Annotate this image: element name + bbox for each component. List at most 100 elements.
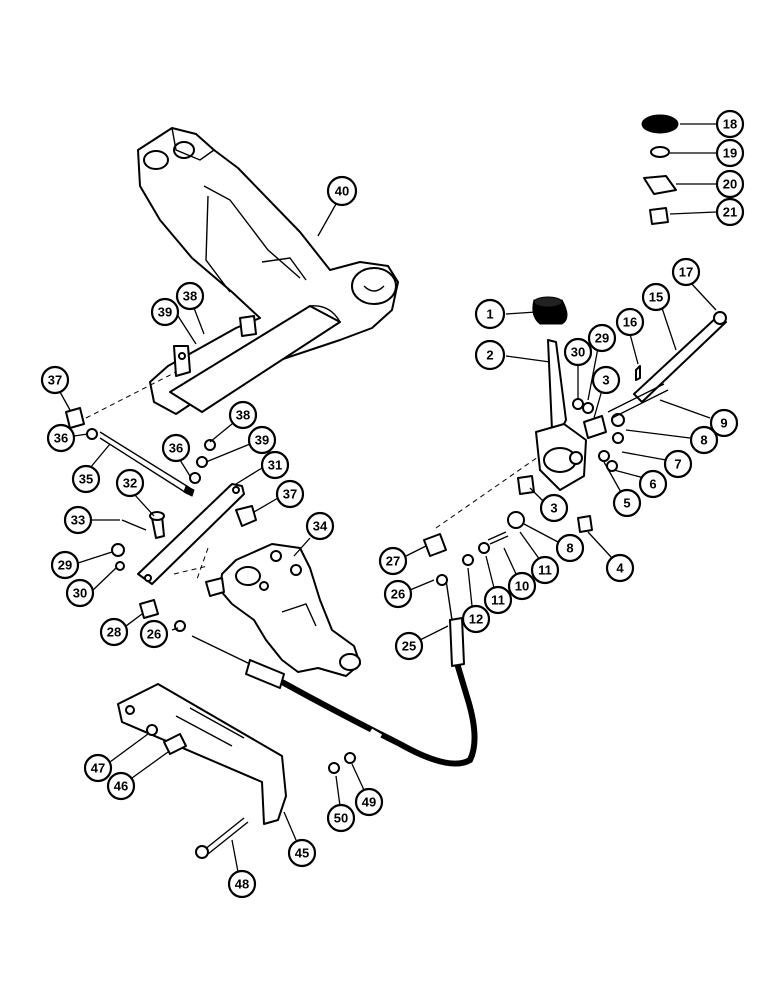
callout-45: 45 bbox=[287, 838, 317, 868]
callout-49: 49 bbox=[354, 787, 384, 817]
svg-text:7: 7 bbox=[674, 457, 681, 472]
svg-text:27: 27 bbox=[386, 554, 400, 569]
callout-19: 19 bbox=[715, 138, 745, 168]
svg-text:15: 15 bbox=[649, 290, 663, 305]
svg-text:26: 26 bbox=[391, 587, 405, 602]
control-valve bbox=[205, 543, 361, 677]
svg-text:25: 25 bbox=[402, 639, 416, 654]
support-bracket bbox=[137, 127, 399, 415]
callout-36-left: 36 bbox=[46, 423, 76, 453]
svg-text:48: 48 bbox=[235, 877, 249, 892]
svg-text:16: 16 bbox=[623, 315, 637, 330]
callout-37-mid: 37 bbox=[275, 479, 305, 509]
callout-10: 10 bbox=[507, 571, 537, 601]
svg-text:17: 17 bbox=[679, 265, 693, 280]
svg-text:30: 30 bbox=[73, 586, 87, 601]
svg-text:11: 11 bbox=[538, 563, 552, 578]
svg-text:37: 37 bbox=[48, 373, 62, 388]
svg-text:6: 6 bbox=[649, 477, 656, 492]
callout-37-top: 37 bbox=[40, 365, 70, 395]
callout-11-left: 11 bbox=[483, 585, 513, 615]
svg-text:45: 45 bbox=[295, 846, 309, 861]
svg-text:34: 34 bbox=[313, 519, 328, 534]
svg-text:38: 38 bbox=[183, 289, 197, 304]
callout-30-left: 30 bbox=[65, 578, 95, 608]
svg-text:5: 5 bbox=[623, 496, 630, 511]
svg-text:47: 47 bbox=[91, 761, 105, 776]
svg-text:28: 28 bbox=[107, 625, 121, 640]
callout-8-upper: 8 bbox=[689, 425, 719, 455]
callout-3-lower: 3 bbox=[539, 493, 569, 523]
callout-20: 20 bbox=[715, 169, 745, 199]
svg-text:32: 32 bbox=[123, 476, 137, 491]
callout-18: 18 bbox=[715, 109, 745, 139]
assembly-center-lines bbox=[85, 371, 549, 583]
callout-25: 25 bbox=[394, 631, 424, 661]
callouts: 1 2 3 3 4 5 6 7 8 8 9 10 11 bbox=[40, 109, 745, 899]
callout-32: 32 bbox=[115, 468, 145, 498]
callout-1: 1 bbox=[474, 298, 506, 330]
svg-text:37: 37 bbox=[283, 487, 297, 502]
callout-39-top: 39 bbox=[150, 297, 180, 327]
svg-text:11: 11 bbox=[491, 593, 505, 608]
svg-text:12: 12 bbox=[469, 612, 483, 627]
svg-text:40: 40 bbox=[335, 184, 349, 199]
callout-11-right: 11 bbox=[530, 555, 560, 585]
callout-17: 17 bbox=[671, 257, 701, 287]
callout-6: 6 bbox=[638, 469, 668, 499]
callout-29-right: 29 bbox=[587, 323, 617, 353]
callout-15: 15 bbox=[641, 282, 671, 312]
callout-36-right: 36 bbox=[161, 433, 191, 463]
svg-text:3: 3 bbox=[550, 501, 557, 516]
svg-text:2: 2 bbox=[486, 348, 493, 363]
svg-text:39: 39 bbox=[158, 305, 172, 320]
callout-47: 47 bbox=[83, 753, 113, 783]
svg-text:38: 38 bbox=[236, 408, 250, 423]
callout-39-mid: 39 bbox=[247, 425, 277, 455]
svg-text:49: 49 bbox=[362, 795, 376, 810]
svg-text:19: 19 bbox=[723, 146, 737, 161]
svg-text:36: 36 bbox=[169, 441, 183, 456]
callout-48: 48 bbox=[227, 869, 257, 899]
svg-text:9: 9 bbox=[720, 416, 727, 431]
callout-38-mid: 38 bbox=[228, 400, 258, 430]
callout-5: 5 bbox=[612, 488, 642, 518]
svg-text:10: 10 bbox=[515, 579, 529, 594]
svg-text:50: 50 bbox=[334, 811, 348, 826]
svg-text:20: 20 bbox=[723, 177, 737, 192]
svg-text:29: 29 bbox=[58, 558, 72, 573]
svg-text:26: 26 bbox=[147, 627, 161, 642]
svg-text:4: 4 bbox=[616, 561, 624, 576]
svg-text:33: 33 bbox=[71, 513, 85, 528]
callout-30-right: 30 bbox=[563, 337, 593, 367]
linkage-rod bbox=[65, 407, 257, 585]
callout-26-left: 26 bbox=[139, 619, 169, 649]
hand-lever-assembly bbox=[423, 296, 727, 566]
callout-12: 12 bbox=[461, 604, 491, 634]
callout-40: 40 bbox=[326, 175, 358, 207]
callout-33: 33 bbox=[63, 505, 93, 535]
callout-4: 4 bbox=[605, 553, 635, 583]
svg-text:18: 18 bbox=[723, 117, 737, 132]
knob-parts bbox=[641, 114, 679, 225]
svg-text:36: 36 bbox=[54, 431, 68, 446]
callout-8-lower: 8 bbox=[555, 533, 585, 563]
callout-16: 16 bbox=[615, 307, 645, 337]
svg-text:29: 29 bbox=[595, 331, 609, 346]
svg-text:3: 3 bbox=[602, 373, 609, 388]
callout-38-top: 38 bbox=[175, 281, 205, 311]
mounting-bracket bbox=[117, 683, 356, 859]
svg-text:30: 30 bbox=[571, 345, 585, 360]
svg-text:39: 39 bbox=[255, 433, 269, 448]
svg-text:31: 31 bbox=[268, 458, 282, 473]
callout-28: 28 bbox=[99, 617, 129, 647]
svg-text:46: 46 bbox=[114, 779, 128, 794]
callout-27: 27 bbox=[378, 546, 408, 576]
callout-34: 34 bbox=[305, 511, 335, 541]
callout-9: 9 bbox=[709, 408, 739, 438]
callout-7: 7 bbox=[663, 449, 693, 479]
svg-text:8: 8 bbox=[700, 433, 707, 448]
callout-31: 31 bbox=[260, 450, 290, 480]
callout-35: 35 bbox=[71, 464, 101, 494]
